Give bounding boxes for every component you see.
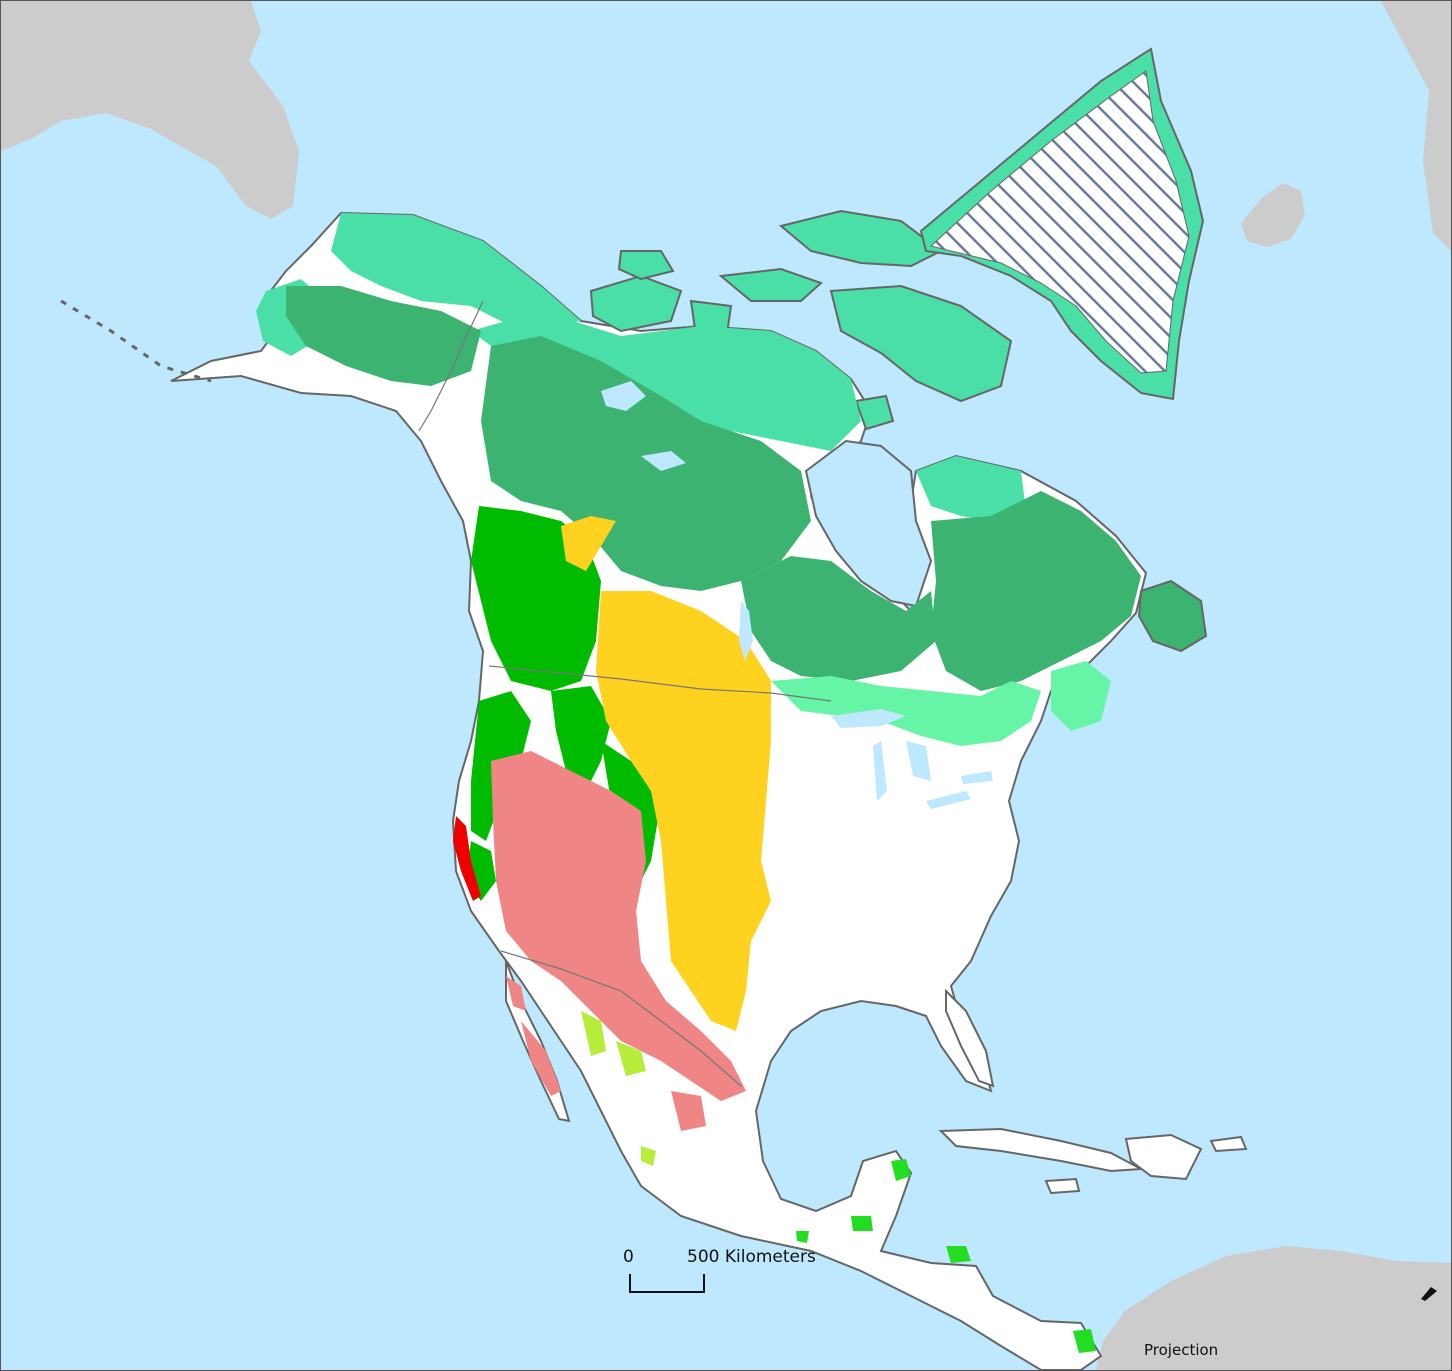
scale-bar-line <box>629 1274 705 1293</box>
scale-bar: 0 500 Kilometers <box>623 1247 816 1293</box>
region-tropical-dry[interactable] <box>581 1011 656 1166</box>
tropical-moist-yucatan <box>891 1159 911 1181</box>
arctic-archipelago <box>589 209 1013 431</box>
lake-winnipeg <box>739 601 753 661</box>
iceland-landmass <box>1241 183 1305 247</box>
region-tropical-moist[interactable] <box>796 1159 1096 1353</box>
region-great-plains[interactable] <box>561 516 771 1031</box>
devon-island <box>718 267 823 302</box>
projection-label: Projection <box>1144 1341 1218 1359</box>
tropical-dry-sinaloa <box>581 1011 606 1056</box>
hispaniola-island <box>1124 1133 1203 1181</box>
great-slave-lake <box>641 451 686 471</box>
boreal-quebec-labrador <box>931 491 1141 691</box>
plains-peace-river <box>561 516 616 571</box>
political-boundaries <box>418 300 832 1087</box>
ellesmere-island <box>778 209 943 268</box>
jamaica-island <box>1044 1177 1081 1195</box>
tundra-arctic-mainland <box>471 311 861 451</box>
lake-ontario <box>961 771 993 784</box>
lake-huron <box>906 741 931 781</box>
desert-chihuahua-south <box>671 1091 706 1131</box>
tundra-quebec-north <box>916 456 1026 521</box>
florida-peninsula <box>945 988 995 1088</box>
puerto-rico-island <box>1209 1135 1248 1153</box>
mediterranean-california <box>453 816 481 901</box>
north-arrow-fragment <box>1421 1287 1437 1301</box>
tropical-moist-peten <box>851 1216 873 1231</box>
desert-sonora-coast <box>506 976 526 1011</box>
south-america-landmass <box>1096 1246 1451 1370</box>
us-mexico-border <box>500 950 742 1087</box>
southampton-island <box>854 394 895 431</box>
greenland-ice-sheet <box>929 70 1190 374</box>
tropical-moist-honduras <box>946 1246 971 1263</box>
mixed-forest-maritimes <box>1051 661 1111 731</box>
region-mediterranean[interactable] <box>453 816 481 901</box>
region-boreal-forest[interactable] <box>286 286 1141 691</box>
lake-michigan <box>873 741 887 801</box>
desert-great-basin <box>491 751 746 1101</box>
greenland <box>919 47 1205 401</box>
desert-baja <box>521 1021 561 1096</box>
lake-erie <box>926 791 971 809</box>
boreal-alaska-interior <box>286 286 481 386</box>
tropical-moist-panama <box>1073 1329 1096 1353</box>
region-mixed-forest[interactable] <box>771 661 1111 746</box>
baffin-island <box>829 284 1013 403</box>
tropical-moist-veracruz <box>796 1231 809 1243</box>
alaska-canada-border <box>418 300 484 432</box>
newfoundland-island <box>1137 579 1208 653</box>
conifer-rockies-north <box>551 686 611 791</box>
siberia-landmass <box>1 1 299 219</box>
cuba-island <box>938 1127 1145 1173</box>
chukotka-peninsula <box>21 73 121 111</box>
tropical-dry-jalisco <box>641 1146 656 1166</box>
lake-superior <box>831 709 906 728</box>
hudson-bay <box>804 439 933 608</box>
boreal-canada-west <box>481 336 811 591</box>
tundra-alaska-north <box>331 213 581 331</box>
plains-prairies <box>596 591 771 1031</box>
aleutian-chain <box>60 299 212 383</box>
boreal-ontario <box>741 556 936 681</box>
banks-island <box>617 250 675 281</box>
region-desert-scrub[interactable] <box>491 751 746 1131</box>
tropical-dry-sierra-madre <box>616 1041 646 1076</box>
inland-water <box>601 381 993 809</box>
scandinavia-edge <box>1381 1 1451 251</box>
scale-end-label: 500 Kilometers <box>687 1247 816 1267</box>
mixed-forest-great-lakes <box>771 676 1041 746</box>
scale-start-label: 0 <box>623 1247 634 1267</box>
great-bear-lake <box>601 381 646 411</box>
us-canada-border <box>488 665 832 702</box>
